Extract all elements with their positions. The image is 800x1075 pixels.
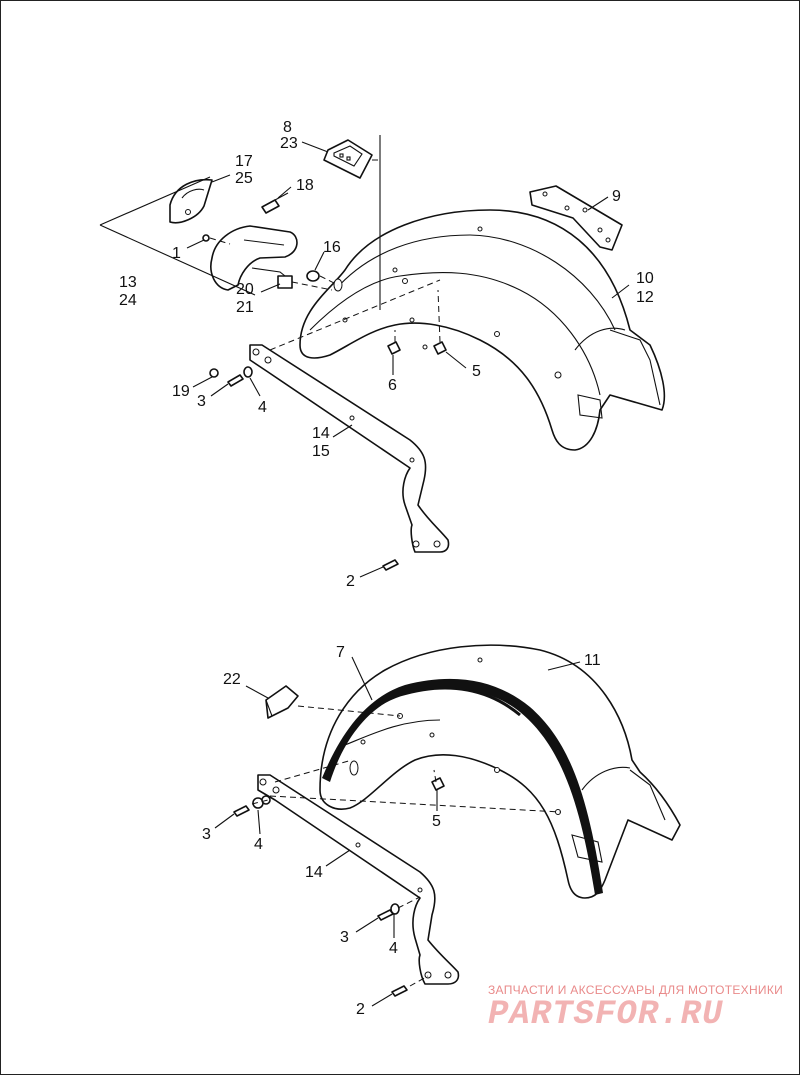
callout: 15	[312, 443, 330, 460]
callout: 16	[323, 239, 341, 256]
callouts-bottom: 7 11 22 3 4 5 14 3 4 2	[202, 644, 601, 1018]
callout: 10	[636, 270, 654, 287]
callout: 2	[346, 573, 355, 590]
hardware-top	[202, 234, 447, 571]
callout: 3	[202, 826, 211, 843]
callout: 22	[223, 671, 241, 688]
callout: 18	[296, 177, 314, 194]
callout: 14	[312, 425, 330, 442]
callout: 24	[119, 292, 137, 309]
callout: 6	[388, 377, 397, 394]
support-bracket-bottom	[257, 774, 460, 985]
callouts-top: 8 23 17 25 18 9 1 16 10 12 13 24 20 21 1…	[119, 119, 654, 590]
callout: 9	[612, 188, 621, 205]
bulb	[261, 192, 289, 214]
callout: 4	[254, 836, 263, 853]
tail-light-base	[210, 225, 298, 291]
watermark-logo[interactable]: PARTSFOR.RU	[488, 996, 724, 1034]
support-bracket-top	[249, 344, 450, 553]
callout: 8	[283, 119, 292, 136]
callout: 14	[305, 864, 323, 881]
callout: 13	[119, 274, 137, 291]
callout: 4	[389, 940, 398, 957]
callout: 5	[472, 363, 481, 380]
rear-fender-top	[299, 209, 666, 451]
assembly-lines-top	[99, 135, 441, 351]
callout: 4	[258, 399, 267, 416]
callout: 23	[280, 135, 298, 152]
fender-plate	[529, 185, 623, 251]
end-cap	[265, 685, 299, 719]
callout: 20	[236, 281, 254, 298]
hardware-bottom	[233, 777, 445, 997]
callout: 1	[172, 245, 181, 262]
callout: 3	[197, 393, 206, 410]
assembly-lines-bottom	[251, 705, 561, 987]
watermark-caption: ЗАПЧАСТИ И АКСЕССУАРЫ ДЛЯ МОТОТЕХНИКИ	[488, 983, 784, 997]
callout: 12	[636, 289, 654, 306]
callout: 11	[584, 652, 601, 669]
callout: 3	[340, 929, 349, 946]
license-light	[323, 139, 373, 179]
callout: 17	[235, 153, 253, 170]
callout: 25	[235, 170, 253, 187]
tail-lens	[169, 178, 213, 224]
callout: 2	[356, 1001, 365, 1018]
leader-lines	[186, 141, 630, 1007]
callout: 21	[236, 299, 254, 316]
callout: 19	[172, 383, 190, 400]
callout: 5	[432, 813, 441, 830]
rear-fender-bottom	[319, 644, 681, 899]
callout: 7	[336, 644, 345, 661]
